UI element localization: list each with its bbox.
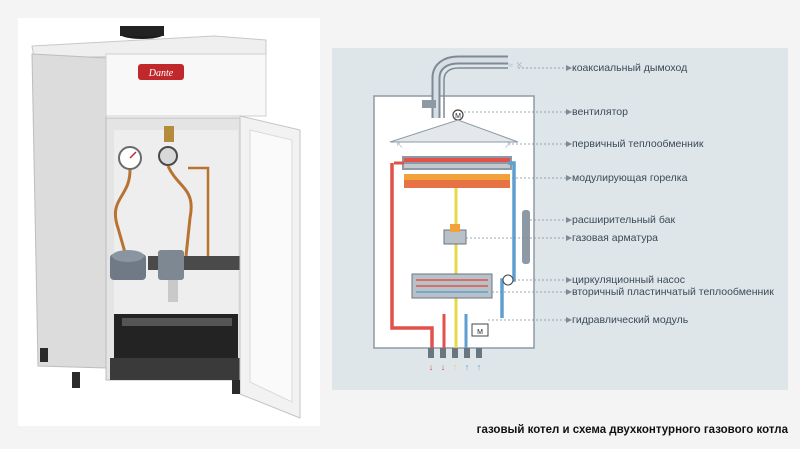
svg-text:↗: ↗ xyxy=(504,140,512,150)
svg-text:↑: ↑ xyxy=(465,362,470,372)
label-primary-heat-exchanger: первичный теплообменник xyxy=(572,138,704,150)
label-secondary-plate-heat-exchanger: вторичный пластинчатый теплообменник xyxy=(572,286,774,298)
label-expansion-tank: расширительный бак xyxy=(572,214,676,226)
hydraulic-module xyxy=(471,323,489,337)
label-gas-valve: газовая арматура xyxy=(572,232,659,244)
svg-text:↖: ↖ xyxy=(396,140,404,150)
label-coaxial-flue: коаксиальный дымоход xyxy=(572,62,688,74)
svg-text:↑: ↑ xyxy=(477,362,482,372)
valve-symbol: M xyxy=(477,329,483,336)
svg-text:↓: ↓ xyxy=(429,362,434,372)
label-modulating-burner: модулирующая горелка xyxy=(572,172,688,184)
boiler-photo: Dante xyxy=(18,18,320,426)
label-circulation-pump: циркуляционный насос xyxy=(572,274,686,286)
thermostat-knob xyxy=(158,146,178,166)
boiler-illustration: Dante xyxy=(31,26,301,419)
svg-text:≈ ✕: ≈ ✕ xyxy=(508,60,523,70)
label-hydraulic-module: гидравлический модуль xyxy=(572,314,689,326)
schematic-drawing: ≈ ✕ M ↖ ↗ xyxy=(373,55,572,372)
heating-supply-pipe xyxy=(390,163,434,348)
boiler-schematic: ≈ ✕ M ↖ ↗ xyxy=(332,48,788,390)
label-fan: вентилятор xyxy=(572,106,628,118)
flue-hood xyxy=(389,119,519,143)
fan-symbol: M xyxy=(455,113,461,120)
expansion-tank xyxy=(522,210,530,264)
gas-valve xyxy=(443,229,467,245)
svg-text:↑: ↑ xyxy=(453,362,458,372)
caption: газовый котел и схема двухконтурного газ… xyxy=(476,424,788,436)
brand-logo-text: Dante xyxy=(148,68,174,79)
brand-logo xyxy=(138,64,184,80)
circulation-pump xyxy=(502,274,514,286)
svg-text:↓: ↓ xyxy=(441,362,446,372)
